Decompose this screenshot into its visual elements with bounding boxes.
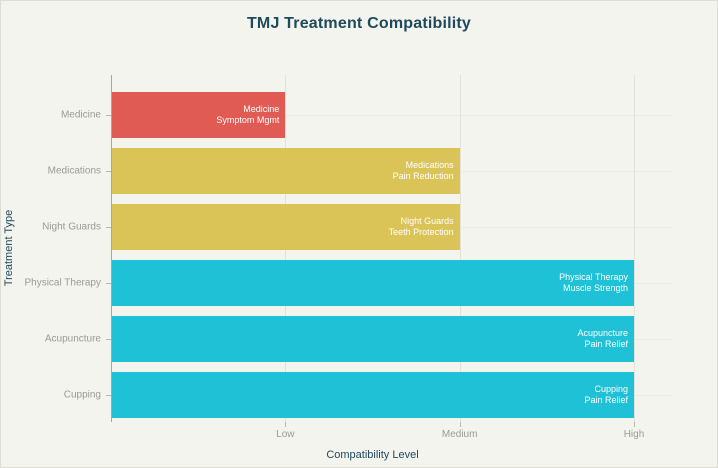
x-axis-title: Compatibility Level	[326, 449, 419, 461]
x-tick-mark	[459, 422, 461, 427]
y-tick-mark	[106, 115, 111, 116]
bar-label-line1: Acupuncture	[577, 328, 628, 338]
y-tick-mark	[106, 227, 111, 228]
y-tick-mark	[106, 395, 111, 396]
x-tick-mark	[285, 422, 287, 427]
y-tick-label: Physical Therapy	[24, 277, 101, 289]
bar-label-line1: Physical Therapy	[559, 272, 628, 282]
y-tick-mark	[106, 283, 111, 284]
vertical-gridline	[459, 75, 461, 422]
y-tick-label: Cupping	[63, 389, 101, 401]
bar-label-line2: Teeth Protection	[388, 227, 454, 237]
bar-label-line2: Pain Relief	[584, 395, 628, 405]
vertical-gridline	[633, 75, 635, 422]
bar-label-line2: Pain Relief	[584, 339, 628, 349]
horizontal-gridline	[111, 115, 673, 116]
bar-label-line1: Night Guards	[400, 216, 454, 226]
bar-label-line2: Pain Reduction	[392, 171, 454, 181]
x-tick-label: High	[623, 429, 645, 440]
bar-label-line2: Muscle Strength	[562, 283, 628, 293]
y-tick-mark	[106, 171, 111, 172]
y-tick-label: Medications	[47, 165, 101, 177]
bar-label-line1: Medicine	[243, 104, 280, 114]
bar-label-line1: Medications	[405, 160, 454, 170]
y-axis-line	[111, 75, 112, 422]
x-tick-mark	[633, 422, 635, 427]
y-tick-label: Acupuncture	[44, 333, 101, 345]
y-axis-title: Treatment Type	[3, 209, 15, 287]
y-tick-label: Night Guards	[42, 221, 101, 233]
bar-label-line1: Cupping	[594, 384, 628, 394]
x-tick-label: Low	[276, 429, 295, 440]
bar-label-line2: Symptom Mgmt	[216, 115, 280, 125]
y-tick-mark	[106, 339, 111, 340]
y-tick-label: Medicine	[60, 109, 101, 121]
x-tick-label: Medium	[441, 429, 478, 440]
chart-title: TMJ Treatment Compatibility	[246, 15, 472, 32]
